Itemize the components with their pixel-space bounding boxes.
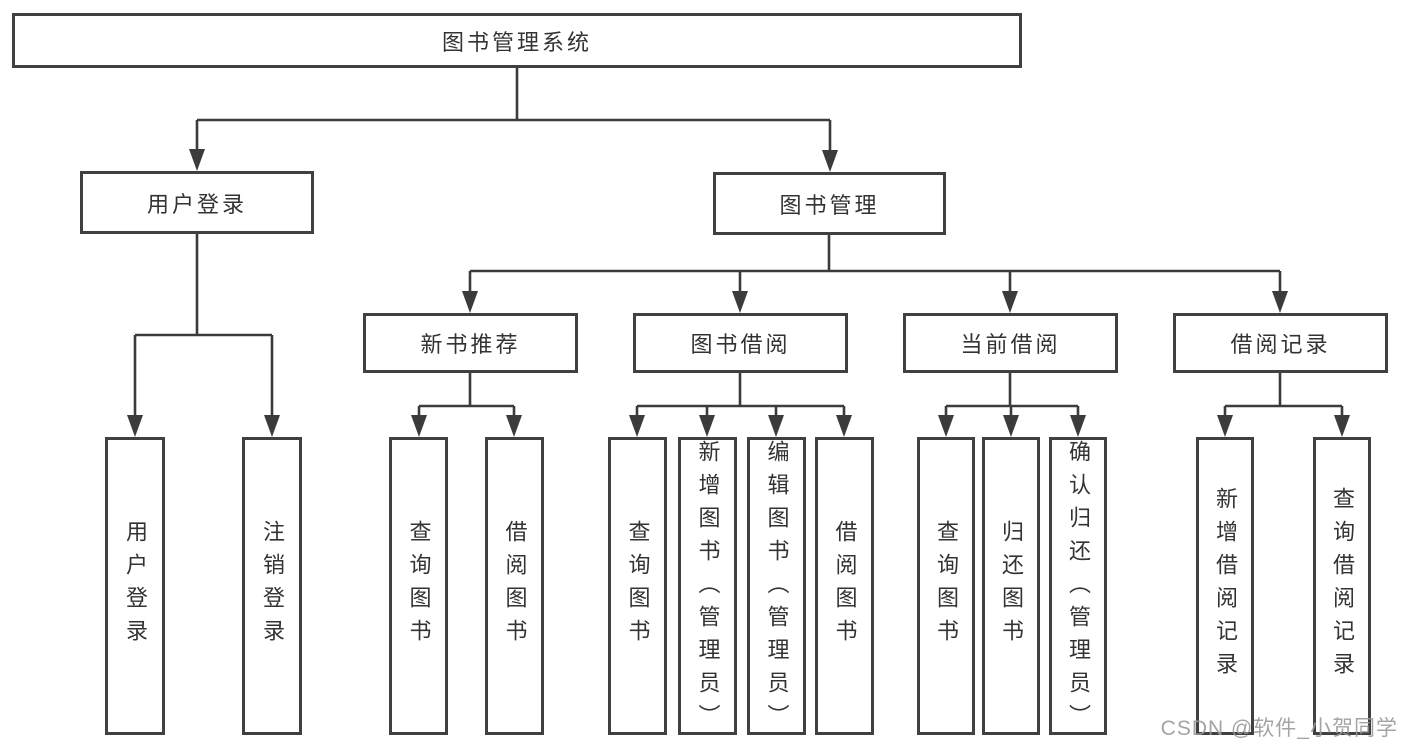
leaf-add-book-admin: 新增图书（管理员）: [678, 437, 737, 737]
arrowhead-icons: [127, 149, 1350, 437]
node-book-management: 图书管理: [713, 172, 946, 235]
node-borrow-records: 借阅记录: [1173, 313, 1388, 373]
leaf-confirm-return-admin: 确认归还（管理员）: [1049, 437, 1107, 737]
leaf-logout: 注销登录: [242, 437, 302, 735]
leaf-query-borrow-record: 查询借阅记录: [1313, 437, 1371, 735]
leaf-query-books-current: 查询图书: [917, 437, 975, 735]
leaf-return-book: 归还图书: [982, 437, 1040, 735]
csdn-watermark: CSDN @软件_小贺同学: [1160, 717, 1398, 740]
node-book-borrow: 图书借阅: [633, 313, 848, 373]
leaf-borrow-books: 借阅图书: [815, 437, 874, 735]
node-root: 图书管理系统: [12, 13, 1022, 68]
connector-trunks: [133, 68, 1344, 419]
leaf-borrow-books-recommend: 借阅图书: [485, 437, 544, 735]
leaf-add-borrow-record: 新增借阅记录: [1196, 437, 1254, 735]
node-user-login: 用户登录: [80, 171, 314, 234]
leaf-edit-book-admin: 编辑图书（管理员）: [747, 437, 806, 737]
leaf-query-books-borrow: 查询图书: [608, 437, 667, 735]
node-new-book-recommend: 新书推荐: [363, 313, 578, 373]
leaf-query-books-recommend: 查询图书: [389, 437, 448, 735]
node-current-borrow: 当前借阅: [903, 313, 1118, 373]
leaf-user-login: 用户登录: [105, 437, 165, 735]
